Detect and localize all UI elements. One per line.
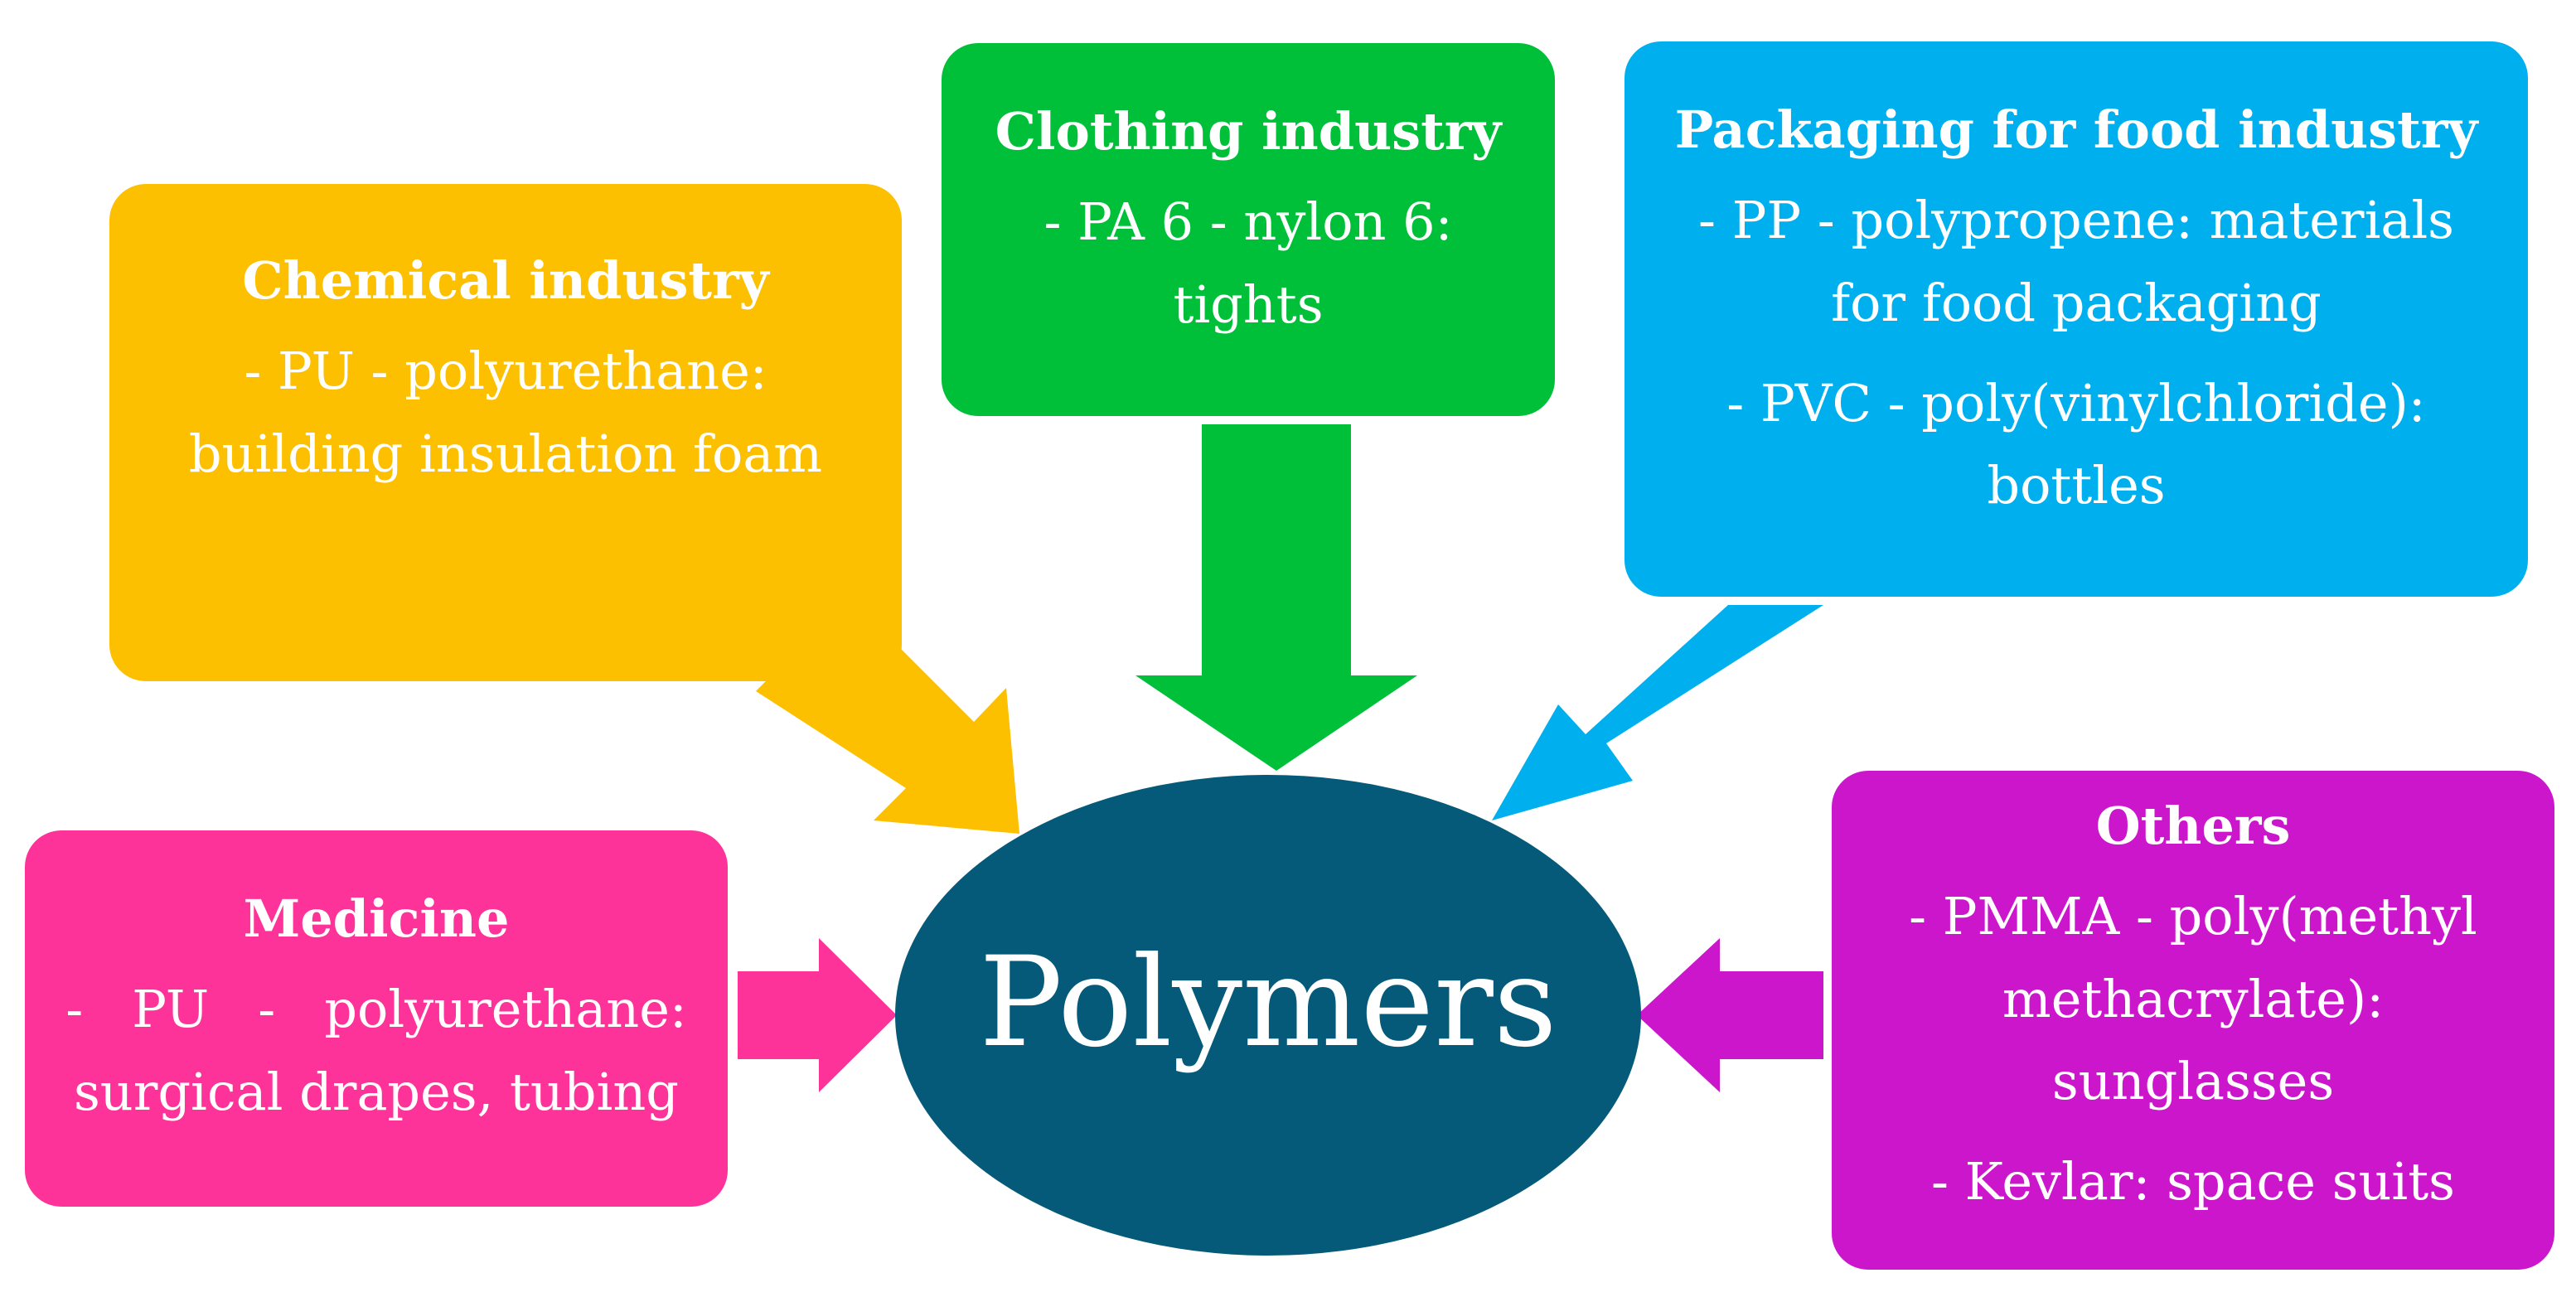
box-line: - PU - polyurethane: [65, 979, 687, 1040]
box-item: - PA 6 - nylon 6: tights [942, 181, 1555, 345]
box-title: Clothing industry [995, 101, 1502, 162]
box-line: sunglasses [2051, 1050, 2335, 1111]
arrow-others [1637, 938, 1823, 1092]
box-others: Others - PMMA - poly(methyl methacrylate… [1832, 771, 2554, 1270]
box-line: surgical drapes, tubing [73, 1061, 679, 1122]
arrow-clothing [1135, 424, 1417, 771]
box-title: Others [2095, 796, 2291, 856]
box-title: Chemical industry [242, 250, 769, 311]
box-item: - PU - polyurethane: building insulation… [109, 330, 902, 494]
box-line: building insulation foam [188, 423, 823, 484]
box-line: for food packaging [1831, 272, 2322, 333]
box-item: - PVC - poly(vinylchloride): bottles [1625, 362, 2528, 526]
box-item: - PP - polypropene: materials for food p… [1625, 179, 2528, 343]
box-item: - PU - polyurethane: surgical drapes, tu… [25, 968, 728, 1132]
box-medicine: Medicine - PU - polyurethane: surgical d… [25, 830, 728, 1207]
box-line: bottles [1987, 454, 2166, 515]
box-item: - Kevlar: space suits [1832, 1140, 2554, 1222]
box-item: - PMMA - poly(methyl methacrylate): sung… [1832, 875, 2554, 1122]
box-title: Packaging for food industry [1674, 99, 2478, 160]
center-ellipse [895, 775, 1641, 1256]
box-clothing-industry: Clothing industry - PA 6 - nylon 6: tigh… [942, 43, 1555, 416]
box-title: Medicine [243, 888, 510, 949]
box-packaging-food-industry: Packaging for food industry - PP - polyp… [1625, 41, 2528, 597]
arrow-medicine [738, 938, 897, 1092]
box-line: - PMMA - poly(methyl [1909, 886, 2477, 947]
box-line: - PU - polyurethane: [244, 341, 767, 402]
box-line: - PVC - poly(vinylchloride): [1726, 372, 2426, 433]
box-line: - PA 6 - nylon 6: [1043, 191, 1453, 253]
arrow-packaging [1492, 605, 1823, 820]
box-line: methacrylate): [2002, 968, 2385, 1029]
box-line: - PP - polypropene: materials [1697, 190, 2455, 251]
box-line: - Kevlar: space suits [1931, 1150, 2455, 1212]
box-chemical-industry: Chemical industry - PU - polyurethane: b… [109, 184, 902, 681]
box-line: tights [1173, 273, 1324, 335]
center-label: Polymers [979, 931, 1557, 1075]
